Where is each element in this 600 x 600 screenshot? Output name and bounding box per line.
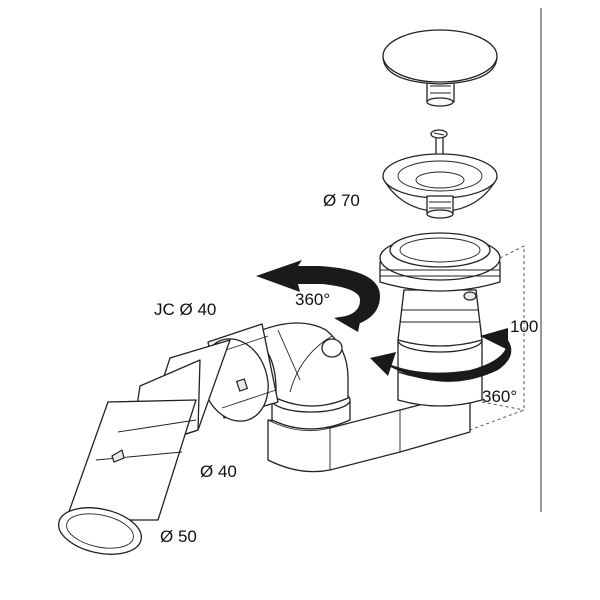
- waste-cap: [382, 29, 498, 107]
- label-diameter-70: Ø 70: [323, 191, 360, 210]
- rotate-arrow-side: [370, 328, 512, 382]
- riser-body: [379, 232, 501, 380]
- label-diameter-50: Ø 50: [160, 527, 197, 546]
- strainer-body: [382, 153, 498, 219]
- rotate-arrow-top: [256, 260, 380, 332]
- label-height-100: 100: [510, 317, 538, 336]
- label-rotate-side: 360°: [482, 387, 517, 406]
- elbow-fitting: [261, 322, 351, 430]
- label-diameter-40: Ø 40: [200, 462, 237, 481]
- label-rotate-top: 360°: [295, 290, 330, 309]
- height-dimension: [469, 245, 525, 431]
- label-jc-40: JC Ø 40: [154, 300, 216, 319]
- outlet-pipe: [58, 339, 231, 555]
